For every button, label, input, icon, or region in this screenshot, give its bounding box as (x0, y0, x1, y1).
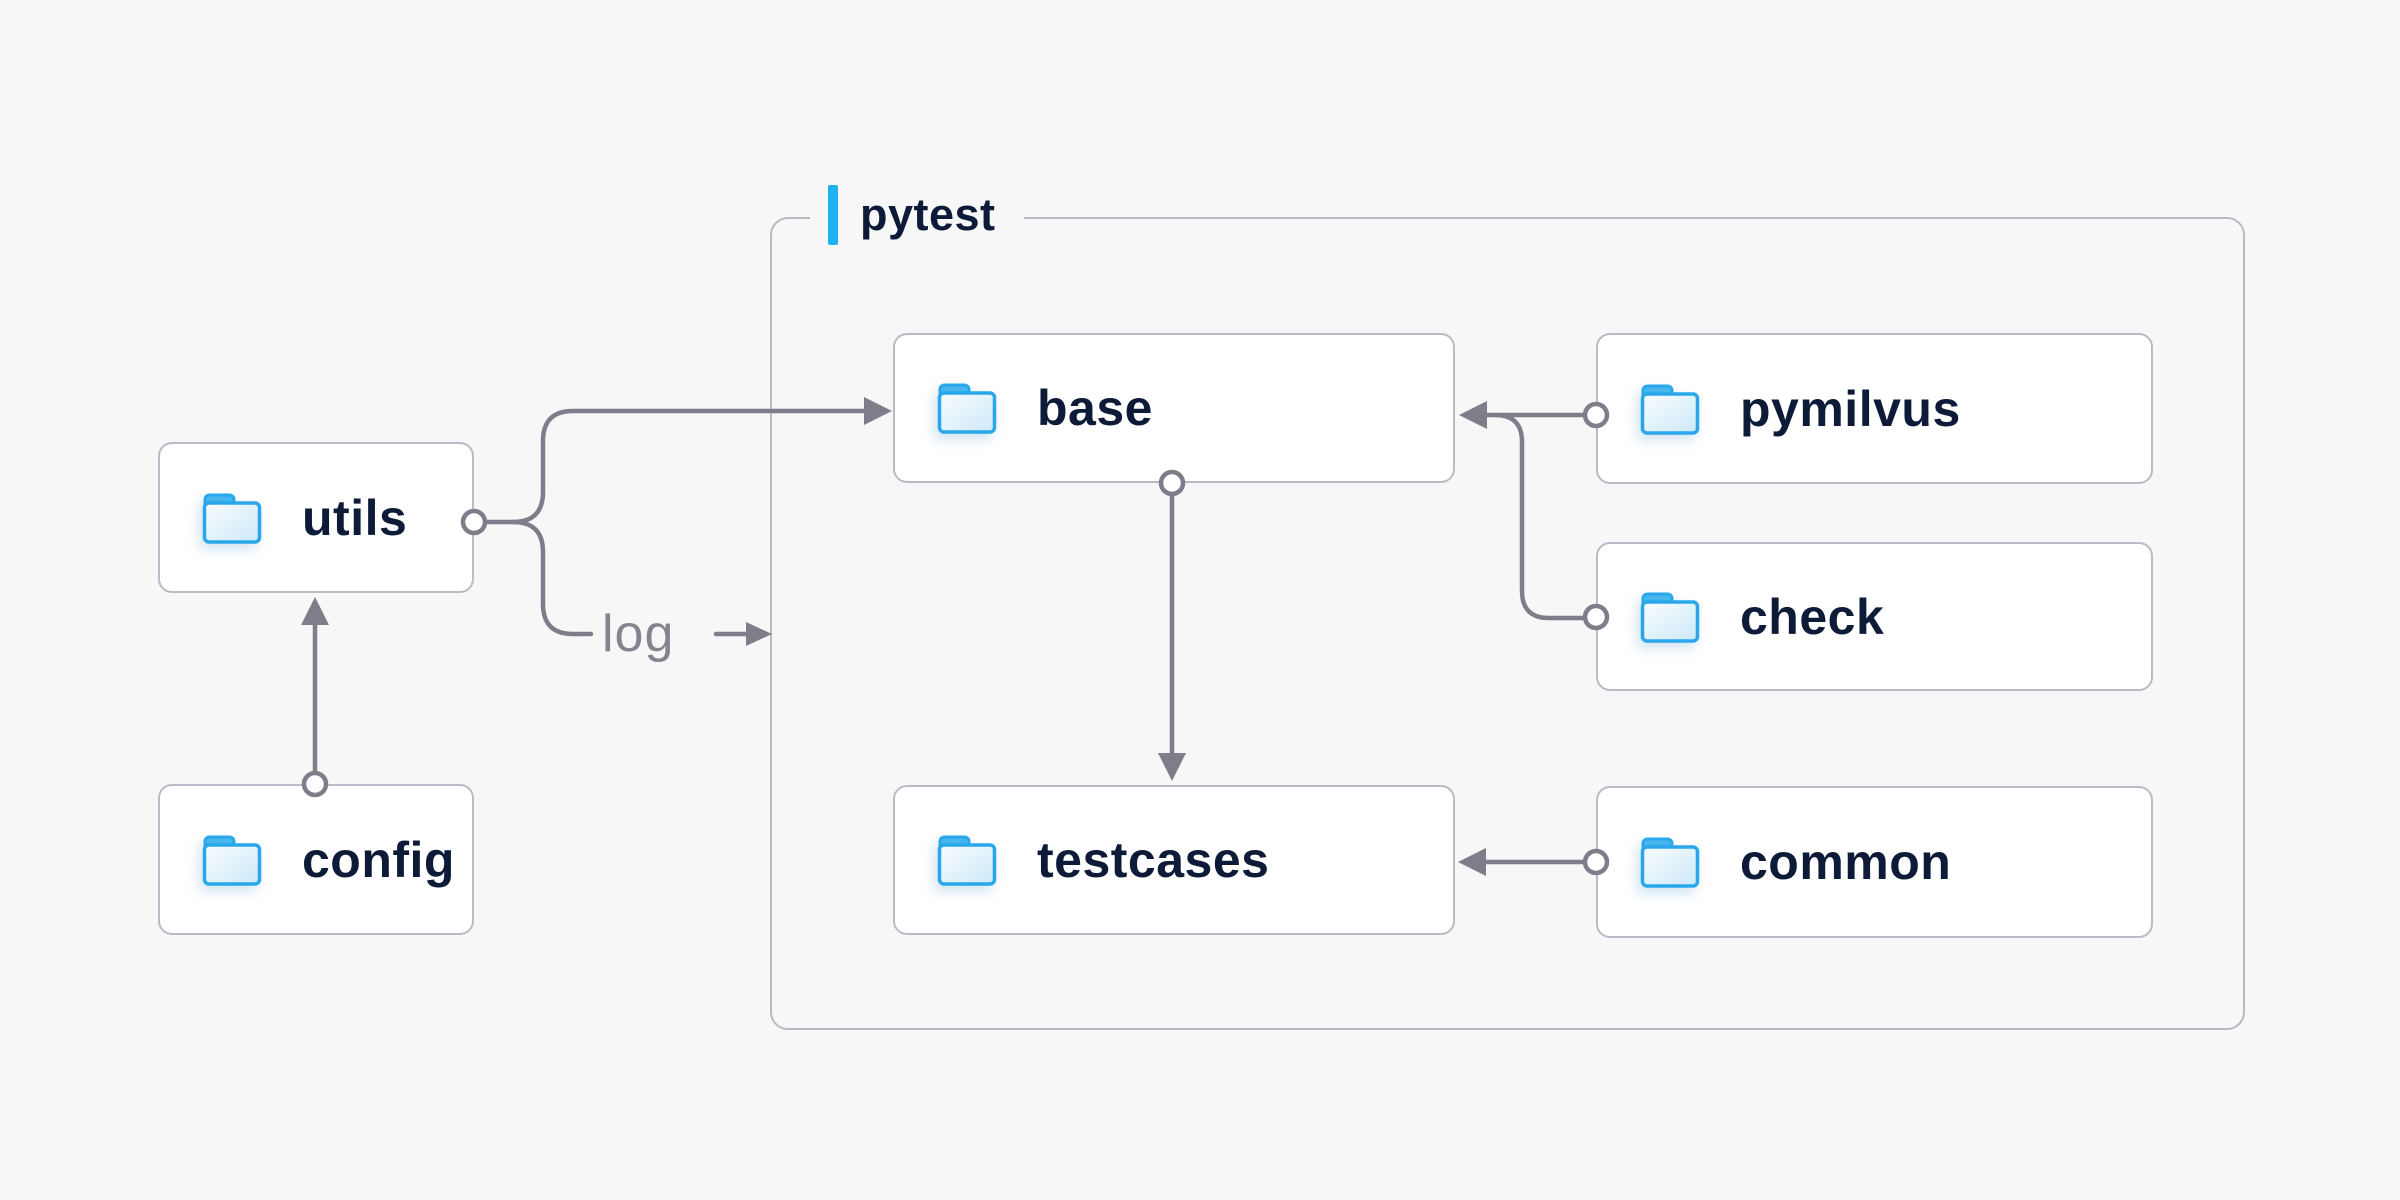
folder-icon (1640, 837, 1700, 888)
node-testcases: testcases (893, 785, 1455, 935)
node-common: common (1596, 786, 2153, 938)
node-label: testcases (1037, 832, 1270, 888)
node-label: pymilvus (1740, 380, 1961, 437)
node-label: base (1037, 380, 1153, 436)
folder-icon (202, 493, 262, 544)
edge-config-utils (301, 597, 329, 775)
node-config: config (158, 784, 474, 935)
node-utils: utils (158, 442, 474, 593)
node-label: config (302, 831, 455, 888)
pytest-group-label: pytest (810, 183, 1024, 247)
folder-icon (937, 835, 997, 886)
node-label: common (1740, 834, 1952, 890)
node-pymilvus: pymilvus (1596, 333, 2153, 484)
node-label: check (1740, 588, 1885, 645)
pytest-group-title: pytest (860, 189, 996, 240)
folder-icon (1640, 384, 1700, 435)
accent-bar (828, 185, 838, 245)
node-check: check (1596, 542, 2153, 691)
edge-utils-pytest-log-arrow (713, 622, 772, 646)
folder-icon (937, 383, 997, 434)
node-label: utils (302, 489, 408, 546)
folder-icon (1640, 592, 1700, 643)
folder-icon (202, 835, 262, 886)
edge-label-log: log (602, 605, 675, 663)
node-base: base (893, 333, 1455, 483)
